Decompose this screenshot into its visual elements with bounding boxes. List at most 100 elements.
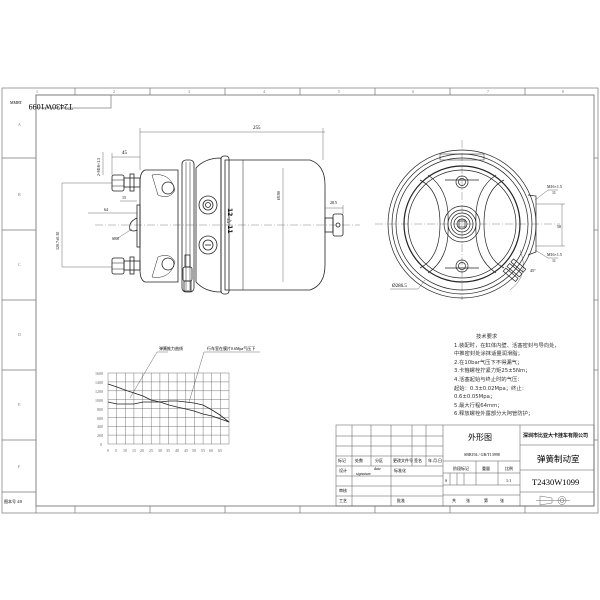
dim-port-bottom-sub: 11 [552, 258, 556, 263]
tech-req-item: 0.6±0.05Mpa； [454, 394, 496, 401]
svg-text:0: 0 [100, 442, 102, 447]
svg-text:10: 10 [123, 448, 127, 453]
zone-label-C: C [18, 262, 21, 267]
scale-value: 1:1 [506, 478, 511, 483]
dim-port-spacing: 50 [557, 224, 561, 229]
corner-label: MMRT [10, 100, 23, 105]
tech-req-title: 技术要求 [476, 334, 498, 340]
tech-req-item: 3.卡箍螺栓拧紧力矩25±5Nm； [454, 368, 531, 375]
designer-signature: signature [356, 471, 371, 476]
rev-header-doc: 更改文件号 [393, 457, 413, 463]
scale-header: 比例 [505, 465, 513, 471]
zone-label-5: 5 [338, 89, 340, 94]
chart-annotation-spring: 弹簧推力曲线 [159, 345, 183, 351]
date-signature: date [374, 466, 381, 471]
zone-label-E: E [18, 402, 21, 407]
mirrored-drawing-number: T2430W1099 [29, 102, 73, 111]
rev-header-date: 年.月.日 [428, 457, 442, 463]
sheet-total-label: 共 [452, 497, 456, 503]
tech-req-item: 2.在10bar气压下不得漏气； [454, 359, 523, 366]
svg-text:400: 400 [97, 424, 103, 429]
zone-label-4: 4 [263, 89, 265, 94]
bottom-left-label: 图本号 4/8 [4, 498, 22, 504]
role-review: 审核 [339, 487, 347, 493]
svg-text:40: 40 [175, 448, 179, 453]
zone-label-B: B [18, 192, 21, 197]
zone-label-1: 1 [36, 89, 38, 94]
tech-req-item: 1.装配时，在缸体内壁、活塞密封与导向处， [454, 342, 560, 349]
svg-text:25: 25 [149, 448, 153, 453]
technical-requirements: 技术要求 1.装配时，在缸体内壁、活塞密封与导向处， 中推密封处涂抹适量润滑脂；… [454, 333, 560, 419]
zone-label-F: F [18, 464, 21, 469]
dim-end-stub: 28.5 [330, 200, 337, 205]
svg-text:200: 200 [97, 433, 103, 438]
svg-text:1200: 1200 [95, 389, 103, 394]
zone-label-7: 7 [487, 89, 489, 94]
end-view [375, 140, 560, 300]
stage-value: S [445, 478, 447, 483]
inner-frame [35, 94, 595, 507]
port-marking: 12 △ 11 [226, 208, 233, 234]
role-process: 工艺 [339, 498, 347, 503]
role-approve: 批准 [397, 497, 405, 503]
dim-angle: 45° [530, 268, 536, 273]
rev-header-sign: 签名 [414, 457, 422, 463]
svg-text:60: 60 [209, 448, 213, 453]
svg-text:30: 30 [158, 448, 162, 453]
drawing-number: T2430W1099 [532, 477, 579, 487]
zone-label-3: 3 [188, 89, 190, 94]
dim-overall-length: 255 [253, 126, 261, 131]
dim-port-bottom: M16×1.5 [547, 252, 562, 257]
title-block [335, 424, 595, 507]
rev-header-count: 处数 [355, 457, 363, 463]
dim-pushrod-offset: 64 [104, 207, 108, 212]
dim-flange: 15 [122, 195, 126, 200]
svg-text:1600: 1600 [95, 371, 103, 376]
dim-port-offset: 45 [122, 151, 128, 156]
sheet-total-unit: 张 [466, 497, 470, 503]
company-name: 深圳市比亚大卡挂车有限公司 [523, 432, 588, 439]
tech-req-item: 6.释放螺栓外露部分大阿管防护； [454, 411, 534, 418]
sheet-index-label: 第 [484, 497, 488, 503]
svg-text:50: 50 [192, 448, 196, 453]
drawing-type: 外形图 [468, 432, 492, 442]
role-standard: 标准化 [394, 467, 406, 473]
dim-port-top: M16×1.5 [547, 184, 562, 189]
tech-req-item: 中推密封处涂抹适量润滑脂； [454, 351, 523, 358]
dim-outer-diameter: Ø286.5 [392, 284, 407, 289]
svg-text:65: 65 [218, 448, 222, 453]
dim-spherical: SR8 [112, 236, 119, 241]
svg-text:0: 0 [107, 448, 109, 453]
svg-text:1000: 1000 [95, 398, 103, 403]
tech-req-item: 起始：0.3±0.02Mpa；终止： [454, 385, 527, 392]
zone-label-8: 8 [562, 89, 564, 94]
standard-ref: SBB194 / GB/T13998 [464, 452, 500, 457]
svg-text:20: 20 [140, 448, 144, 453]
role-design: 设计 [339, 467, 347, 473]
dim-cylinder-diameter: Ø190 [276, 191, 281, 200]
zone-label-6: 6 [412, 89, 414, 94]
svg-text:45: 45 [184, 448, 188, 453]
outer-frame [1, 87, 599, 514]
svg-text:35: 35 [166, 448, 170, 453]
dim-port-top-sub: 11 [552, 190, 556, 195]
sheet-index-unit: 张 [500, 497, 504, 503]
dim-thread: 2-M16×1.5 [96, 158, 101, 176]
zone-label-2: 2 [113, 89, 115, 94]
svg-text:1400: 1400 [95, 380, 103, 385]
svg-text:55: 55 [201, 448, 205, 453]
svg-text:5: 5 [115, 448, 117, 453]
dim-mount-spacing: 120.7±0.30 [55, 232, 60, 250]
svg-text:600: 600 [97, 416, 103, 421]
tech-req-item: 4.活塞起始与终止时的气压： [454, 376, 523, 383]
chart-annotation-service: 行车室在膜片0.6Mpa气压下 [207, 345, 255, 351]
svg-text:800: 800 [97, 407, 103, 412]
stage-header: 阶段标记 [453, 465, 469, 471]
rev-header-zone: 分区 [375, 457, 383, 463]
side-view [95, 155, 360, 295]
zone-label-A: A [18, 122, 21, 127]
tech-req-item: 5.最大行程64mm； [454, 402, 503, 409]
svg-text:15: 15 [132, 448, 136, 453]
